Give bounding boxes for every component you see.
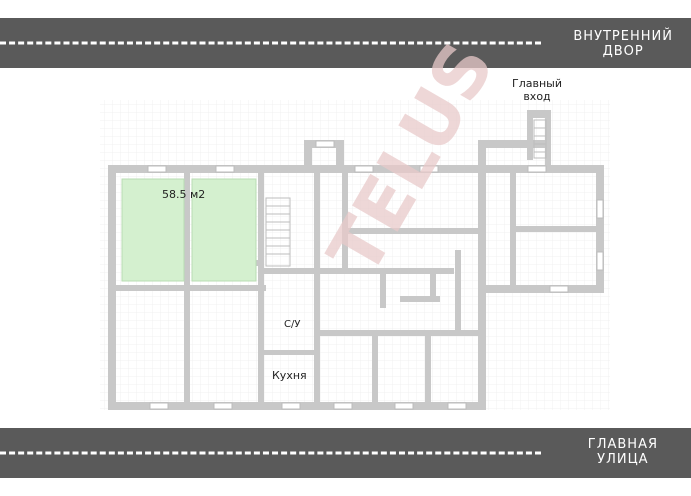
road-dashes (0, 451, 541, 455)
main-entrance-label: Главный вход (512, 77, 562, 103)
inner-yard-label-line1: ВНУТРЕННИЙ (573, 29, 673, 44)
staircase (265, 119, 547, 267)
area-label: 58.5 м2 (162, 188, 206, 201)
wc-label: С/У (284, 319, 301, 330)
windows (147, 140, 604, 410)
main-street-label-line1: ГЛАВНАЯ (587, 437, 658, 452)
kitchen-label: Кухня (272, 369, 307, 382)
main-street-label: ГЛАВНАЯ УЛИЦА (588, 437, 658, 467)
highlighted-room-left[interactable] (121, 178, 185, 282)
road-dashes (0, 41, 541, 45)
main-entrance-line2: вход (523, 90, 551, 103)
main-street-road: ГЛАВНАЯ УЛИЦА (0, 428, 691, 478)
main-entrance-line1: Главный (512, 77, 562, 90)
main-street-label-line2: УЛИЦА (597, 452, 649, 467)
inner-yard-label-line2: ДВОР (602, 44, 644, 59)
inner-yard-road: ВНУТРЕННИЙ ДВОР (0, 18, 691, 68)
inner-yard-label: ВНУТРЕННИЙ ДВОР (573, 29, 673, 59)
highlighted-room-right[interactable] (191, 178, 257, 282)
